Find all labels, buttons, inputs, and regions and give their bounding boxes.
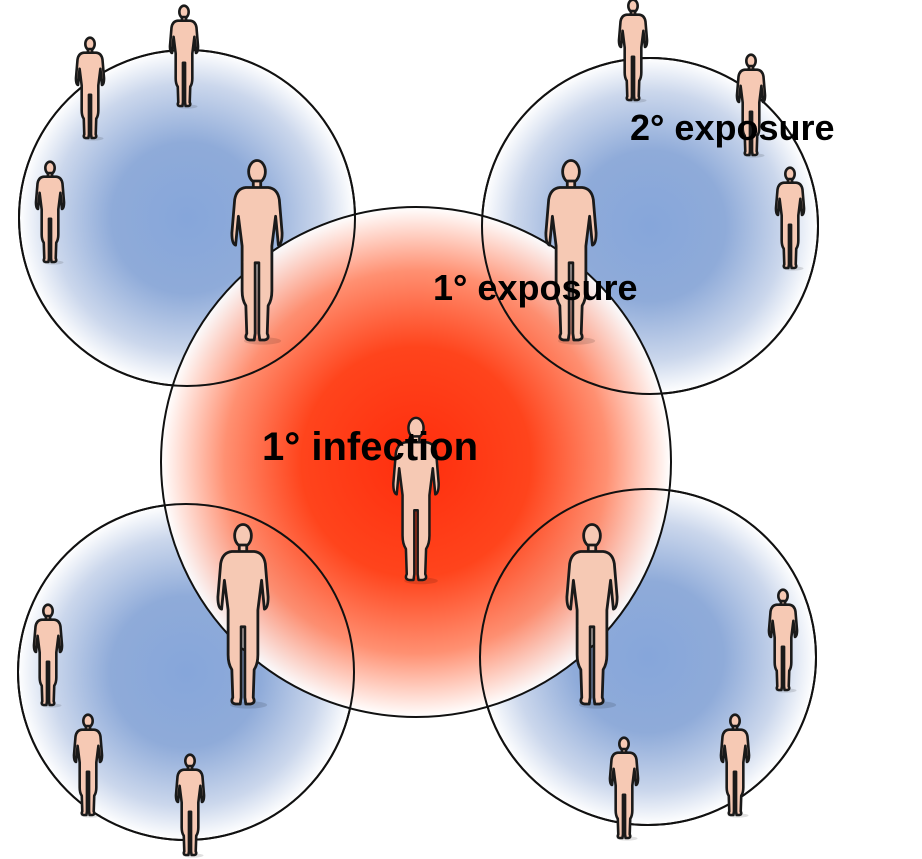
primary-exposure-label: 1° exposure xyxy=(433,267,638,308)
secondary-exposure-label: 2° exposure xyxy=(630,107,835,148)
primary-infection-label: 1° infection xyxy=(262,425,478,469)
